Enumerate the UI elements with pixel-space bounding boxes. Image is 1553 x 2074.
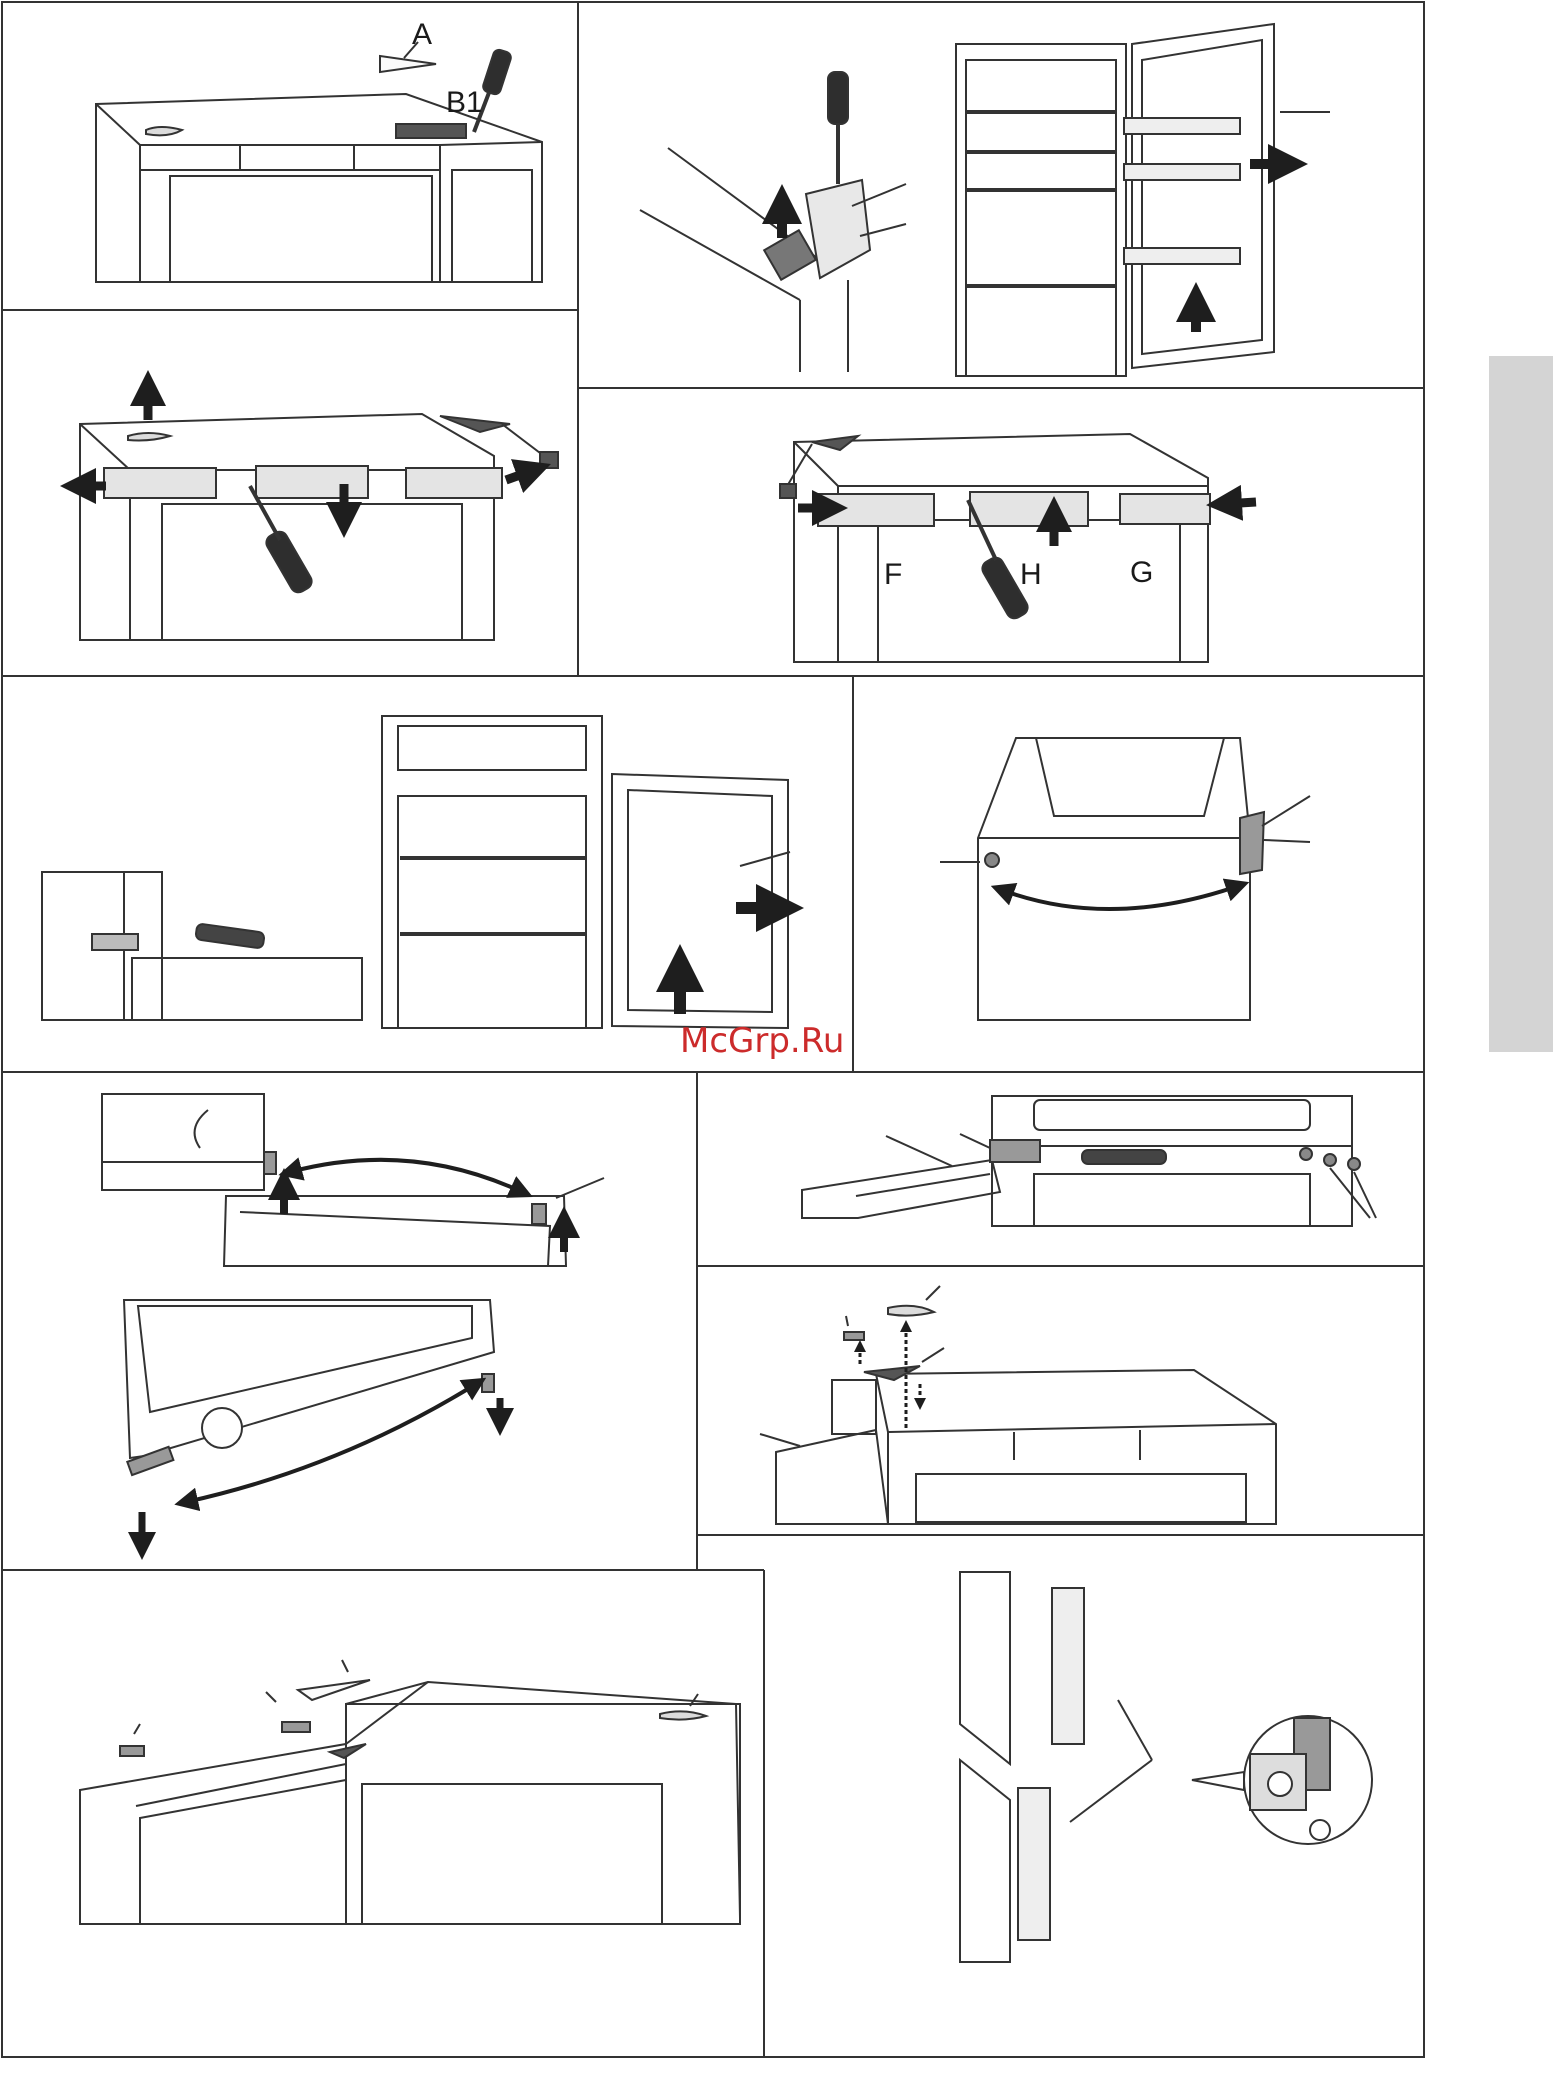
panel-1-top-hinge	[96, 42, 542, 282]
panel-5-arrows	[680, 908, 780, 1014]
watermark: McGrp.Ru	[680, 1021, 844, 1061]
panel-9-hinge-reassembly	[760, 1286, 1276, 1524]
panel-3-cover-removal	[80, 414, 558, 640]
label-a: A	[412, 18, 432, 51]
panel-6-swing-arrow	[1002, 886, 1238, 909]
panel-6-pin-swap	[940, 738, 1310, 1020]
label-g: G	[1130, 556, 1153, 589]
label-h: H	[1020, 558, 1042, 591]
panel-10-final-assembly	[80, 1660, 740, 1924]
panel-3-arrows	[78, 388, 534, 520]
panel-8-middle-hinge	[802, 1096, 1376, 1226]
panel-11-handles	[960, 1572, 1372, 1962]
panel-2-door-removal	[640, 24, 1330, 376]
label-f: F	[884, 558, 902, 591]
panel-4-cover-refit	[780, 434, 1210, 662]
panel-7-door-pins	[102, 1094, 604, 1475]
label-b1: B1	[446, 86, 483, 119]
